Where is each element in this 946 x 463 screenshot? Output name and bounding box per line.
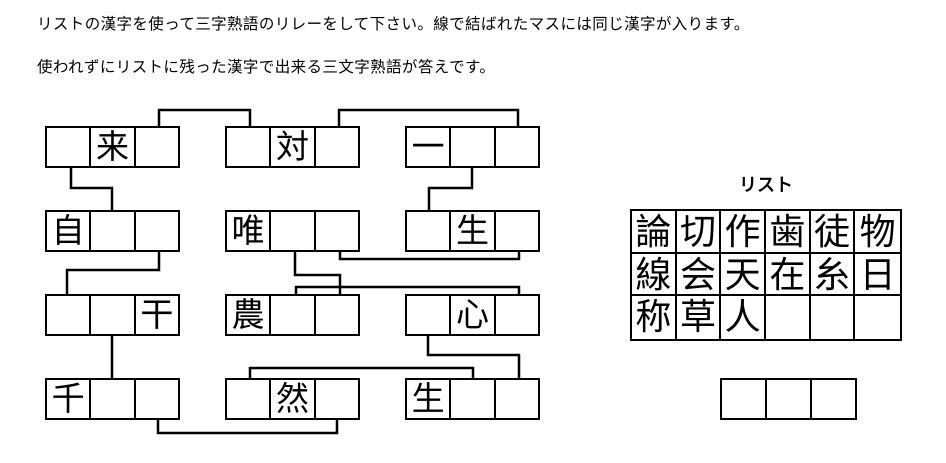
instruction-line-2: 使われずにリストに残った漢字で出来る三文字熟語が答えです。: [37, 59, 496, 76]
puzzle-cell-r4b3-2[interactable]: [451, 380, 496, 418]
list-cell: 作: [721, 211, 766, 254]
puzzle-cell-r4b2-1[interactable]: [227, 380, 272, 418]
answer-cell-3[interactable]: [812, 380, 855, 418]
puzzle-cell-r2b3-1[interactable]: [407, 212, 452, 250]
puzzle-cell-r3b2-1: 農: [227, 296, 272, 334]
connector-line: [156, 420, 339, 435]
connector-line: [294, 285, 521, 294]
puzzle-cell-r1b3-1: 一: [407, 128, 452, 166]
list-cell: 線: [632, 253, 677, 297]
connector-line: [65, 252, 161, 294]
puzzle-cell-r2b3-2: 生: [451, 212, 496, 250]
puzzle-cell-r4b3-1: 生: [407, 380, 452, 418]
list-cell: 在: [766, 253, 811, 297]
list-cell: [855, 296, 900, 339]
puzzle-cell-r2b1-1: 自: [47, 212, 92, 250]
list-cell: 歯: [766, 211, 811, 254]
puzzle-box-r2b1: 自: [45, 210, 180, 252]
puzzle-cell-r1b3-3[interactable]: [496, 128, 538, 166]
puzzle-box-r4b3: 生: [405, 378, 540, 420]
answer-box: [720, 378, 857, 420]
puzzle-cell-r1b2-3[interactable]: [316, 128, 358, 166]
puzzle-box-r3b3: 心: [405, 294, 540, 336]
puzzle-cell-r4b1-3[interactable]: [136, 380, 178, 418]
puzzle-box-r3b2: 農: [225, 294, 360, 336]
connector-line: [427, 168, 474, 210]
puzzle-cell-r2b2-1: 唯: [227, 212, 272, 250]
list-title: リスト: [739, 175, 793, 195]
puzzle-box-r2b2: 唯: [225, 210, 360, 252]
list-cell: 論: [632, 211, 677, 254]
connector-line: [426, 336, 521, 378]
answer-cell-1[interactable]: [722, 380, 767, 418]
list-cell: [766, 296, 811, 339]
list-cell: 糸: [810, 253, 856, 297]
connector-line: [337, 108, 520, 126]
puzzle-cell-r3b3-3[interactable]: [496, 296, 538, 334]
list-cell: 会: [676, 253, 722, 297]
puzzle-cell-r4b3-3[interactable]: [496, 380, 538, 418]
puzzle-cell-r1b1-3[interactable]: [136, 128, 178, 166]
puzzle-box-r4b1: 千: [45, 378, 180, 420]
puzzle-cell-r2b3-3[interactable]: [496, 212, 538, 250]
list-cell: 天: [721, 253, 766, 297]
puzzle-cell-r2b1-2[interactable]: [91, 212, 136, 250]
puzzle-cell-r2b2-3[interactable]: [316, 212, 358, 250]
puzzle-box-r1b2: 対: [225, 126, 360, 168]
puzzle-cell-r1b3-2[interactable]: [451, 128, 496, 166]
puzzle-box-r4b2: 然: [225, 378, 360, 420]
puzzle-cell-r3b1-1[interactable]: [47, 296, 92, 334]
puzzle-cell-r3b3-1[interactable]: [407, 296, 452, 334]
connector-line: [157, 108, 252, 126]
answer-cell-2[interactable]: [767, 380, 812, 418]
list-cell: 日: [855, 254, 900, 297]
list-cell: 称: [632, 296, 677, 339]
puzzle-cell-r1b1-1[interactable]: [47, 128, 92, 166]
kanji-list-table: 論 切 作 歯 徒 物 線 会 天 在 糸 日 称 草 人: [630, 209, 902, 341]
list-cell: 人: [721, 296, 766, 339]
puzzle-cell-r3b2-3[interactable]: [316, 296, 358, 334]
list-cell: 物: [855, 211, 900, 254]
connector-line: [69, 168, 114, 210]
puzzle-box-r3b1: 干: [45, 294, 180, 336]
connector-line: [338, 252, 521, 261]
puzzle-cell-r1b2-2: 対: [271, 128, 316, 166]
puzzle-cell-r2b2-2[interactable]: [271, 212, 316, 250]
puzzle-cell-r4b2-3[interactable]: [316, 380, 358, 418]
puzzle-box-r1b3: 一: [405, 126, 540, 168]
puzzle-cell-r3b1-2[interactable]: [91, 296, 136, 334]
connector-line: [248, 366, 475, 378]
instruction-line-1: リストの漢字を使って三字熟語のリレーをして下さい。線で結ばれたマスには同じ漢字が…: [37, 16, 750, 33]
puzzle-cell-r1b2-1[interactable]: [227, 128, 272, 166]
puzzle-cell-r3b2-2[interactable]: [271, 296, 316, 334]
puzzle-cell-r4b2-2: 然: [271, 380, 316, 418]
puzzle-cell-r4b1-1: 千: [47, 380, 92, 418]
puzzle-box-r1b1: 来: [45, 126, 180, 168]
list-cell: 切: [676, 211, 722, 254]
connector-line: [293, 252, 342, 294]
list-cell: 草: [677, 296, 722, 339]
list-cell: 徒: [810, 211, 856, 254]
puzzle-cell-r3b3-2: 心: [451, 296, 496, 334]
puzzle-cell-r1b1-2: 来: [91, 128, 136, 166]
puzzle-cell-r3b1-3: 干: [140, 296, 174, 333]
puzzle-cell-r4b1-2[interactable]: [91, 380, 136, 418]
puzzle-cell-r2b1-3[interactable]: [136, 212, 178, 250]
list-cell: [811, 296, 856, 339]
puzzle-box-r2b3: 生: [405, 210, 540, 252]
